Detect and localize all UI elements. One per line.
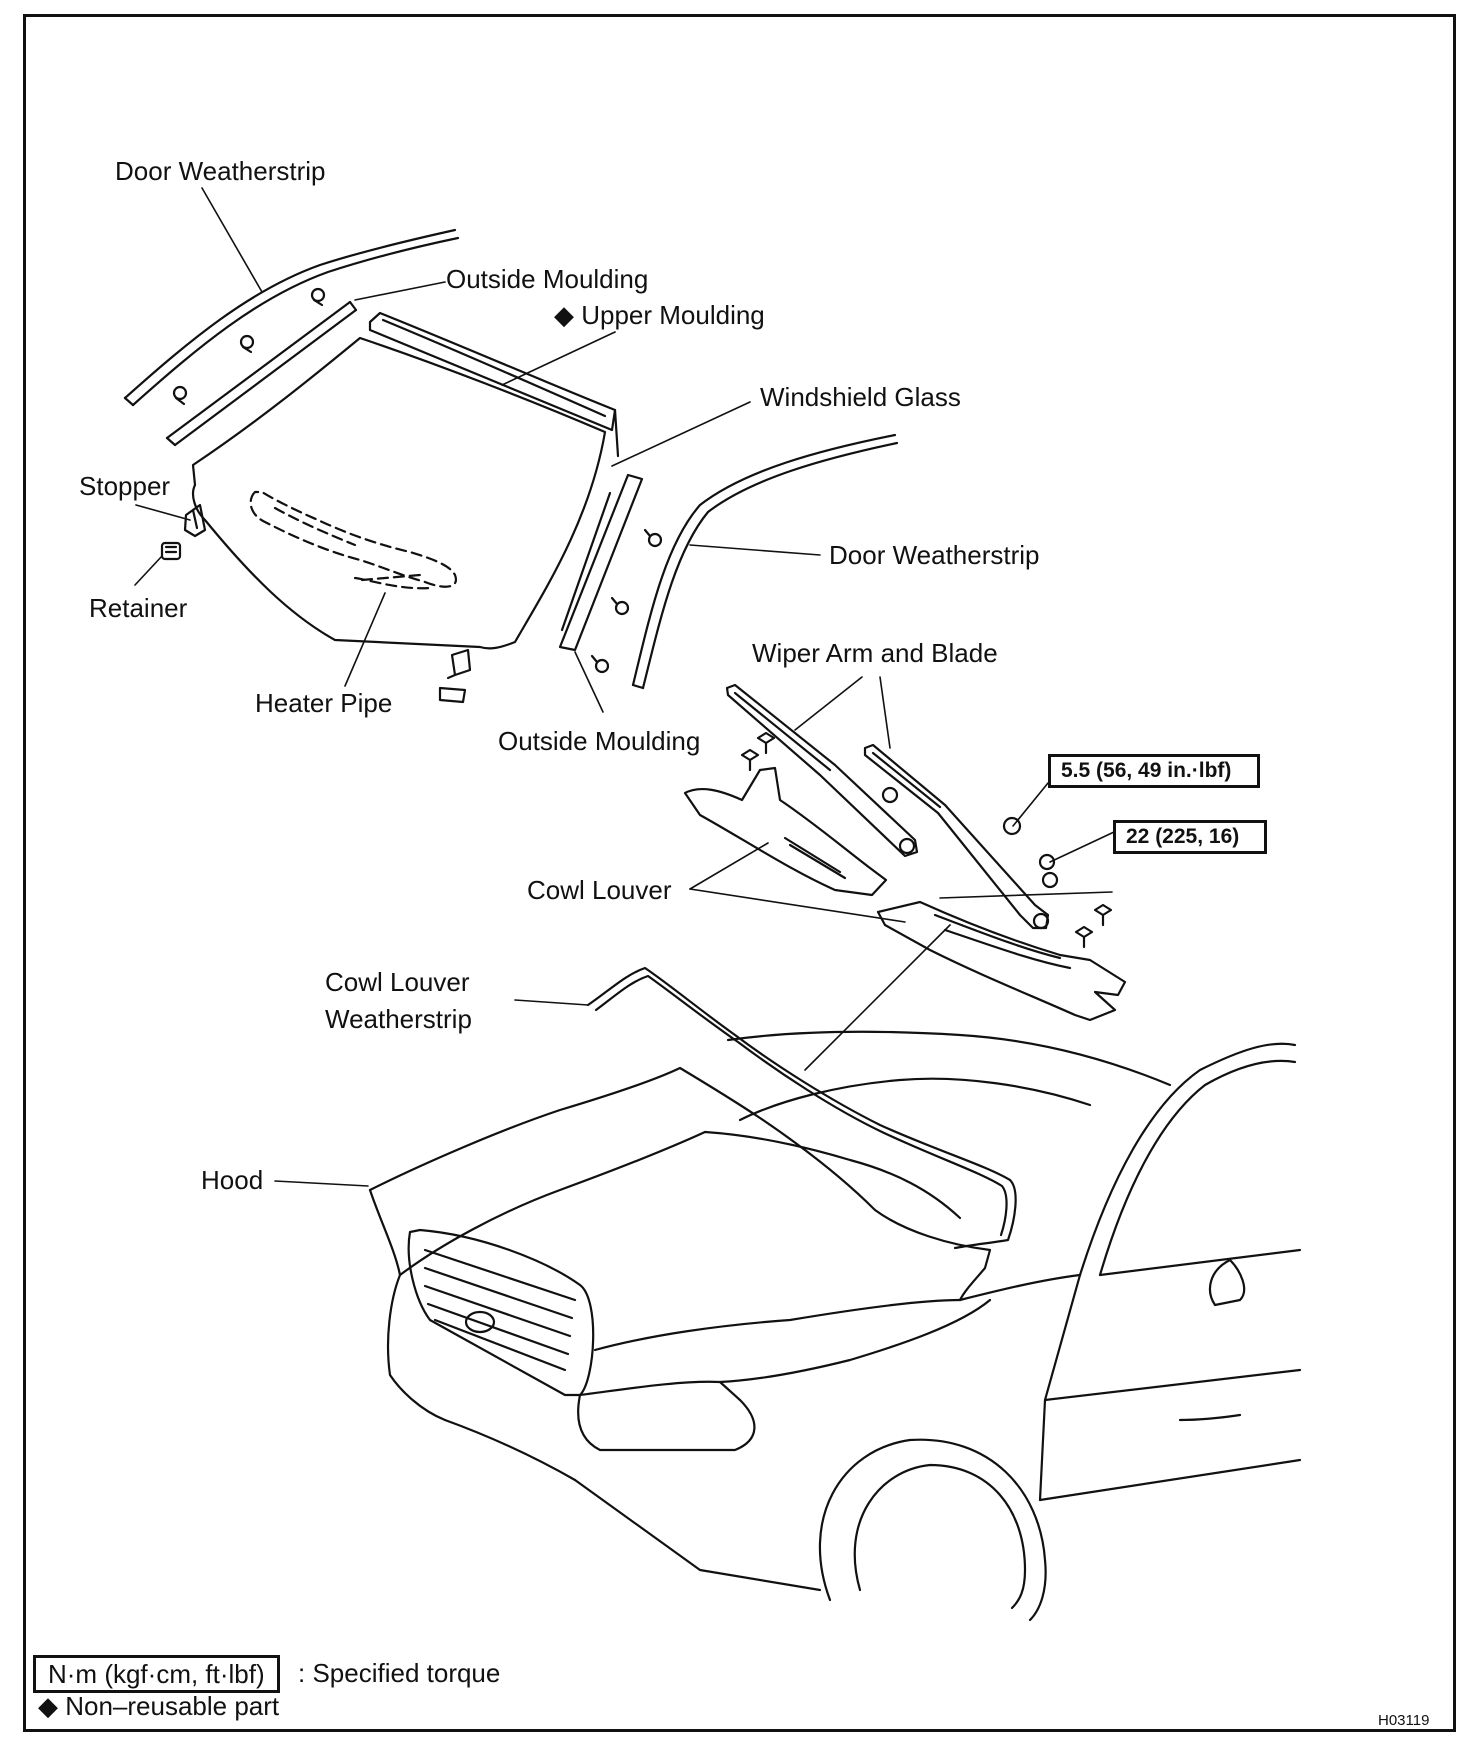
label-cowl-louver: Cowl Louver: [527, 875, 672, 905]
leader-lines: [134, 187, 1115, 1187]
glass-brackets: [438, 648, 472, 704]
legend-non-reusable: ◆ Non–reusable part: [38, 1691, 280, 1721]
cowl-louver-left-part: [683, 766, 888, 897]
torque-wiper-pivot: 22 (225, 16): [1113, 820, 1267, 854]
cowl-louver-right-part: [876, 900, 1127, 1022]
label-outside-moulding-top: Outside Moulding: [446, 264, 649, 294]
label-wiper-arm-and-blade: Wiper Arm and Blade: [752, 638, 998, 668]
wiper-arm-left-part: [725, 683, 919, 858]
retainer-part: [160, 541, 182, 561]
upper-moulding-part: [368, 311, 620, 458]
label-heater-pipe: Heater Pipe: [255, 688, 393, 718]
right-moulding-clips: [590, 528, 663, 674]
left-moulding-clips: [172, 287, 326, 406]
stopper-part: [183, 503, 207, 538]
left-outside-moulding-part: [165, 300, 358, 447]
label-outside-moulding-bottom: Outside Moulding: [498, 726, 701, 756]
figure-frame: [23, 14, 1456, 1732]
cowl-louver-weatherstrip-part: [586, 966, 1017, 1250]
label-upper-moulding: ◆ Upper Moulding: [554, 300, 765, 330]
label-retainer: Retainer: [89, 593, 188, 623]
legend-torque-box: N·m (kgf·cm, ft·lbf): [33, 1655, 280, 1693]
torque-wiper-nut: 5.5 (56, 49 in.·lbf): [1048, 754, 1260, 788]
figure-code: H03119: [1378, 1712, 1430, 1729]
windshield-glass-part: [191, 336, 607, 650]
label-cowl-louver-weatherstrip-line2: Weatherstrip: [325, 1004, 472, 1034]
label-stopper: Stopper: [79, 471, 171, 501]
label-door-weatherstrip-left: Door Weatherstrip: [115, 156, 326, 186]
legend-torque-description: : Specified torque: [298, 1658, 501, 1688]
cowl-clips: [740, 731, 1113, 949]
left-door-weatherstrip-part: [123, 228, 460, 407]
wiper-arm-right-part: [863, 743, 1059, 930]
label-cowl-louver-weatherstrip-line1: Cowl Louver: [325, 967, 470, 997]
right-outside-moulding-part: [558, 473, 644, 652]
label-door-weatherstrip-right: Door Weatherstrip: [829, 540, 1040, 570]
right-door-weatherstrip-part: [631, 433, 899, 690]
label-hood: Hood: [201, 1165, 264, 1195]
label-windshield-glass: Windshield Glass: [760, 382, 961, 412]
heater-pipe-part: [249, 490, 458, 590]
car-body-part: [368, 1030, 1302, 1622]
